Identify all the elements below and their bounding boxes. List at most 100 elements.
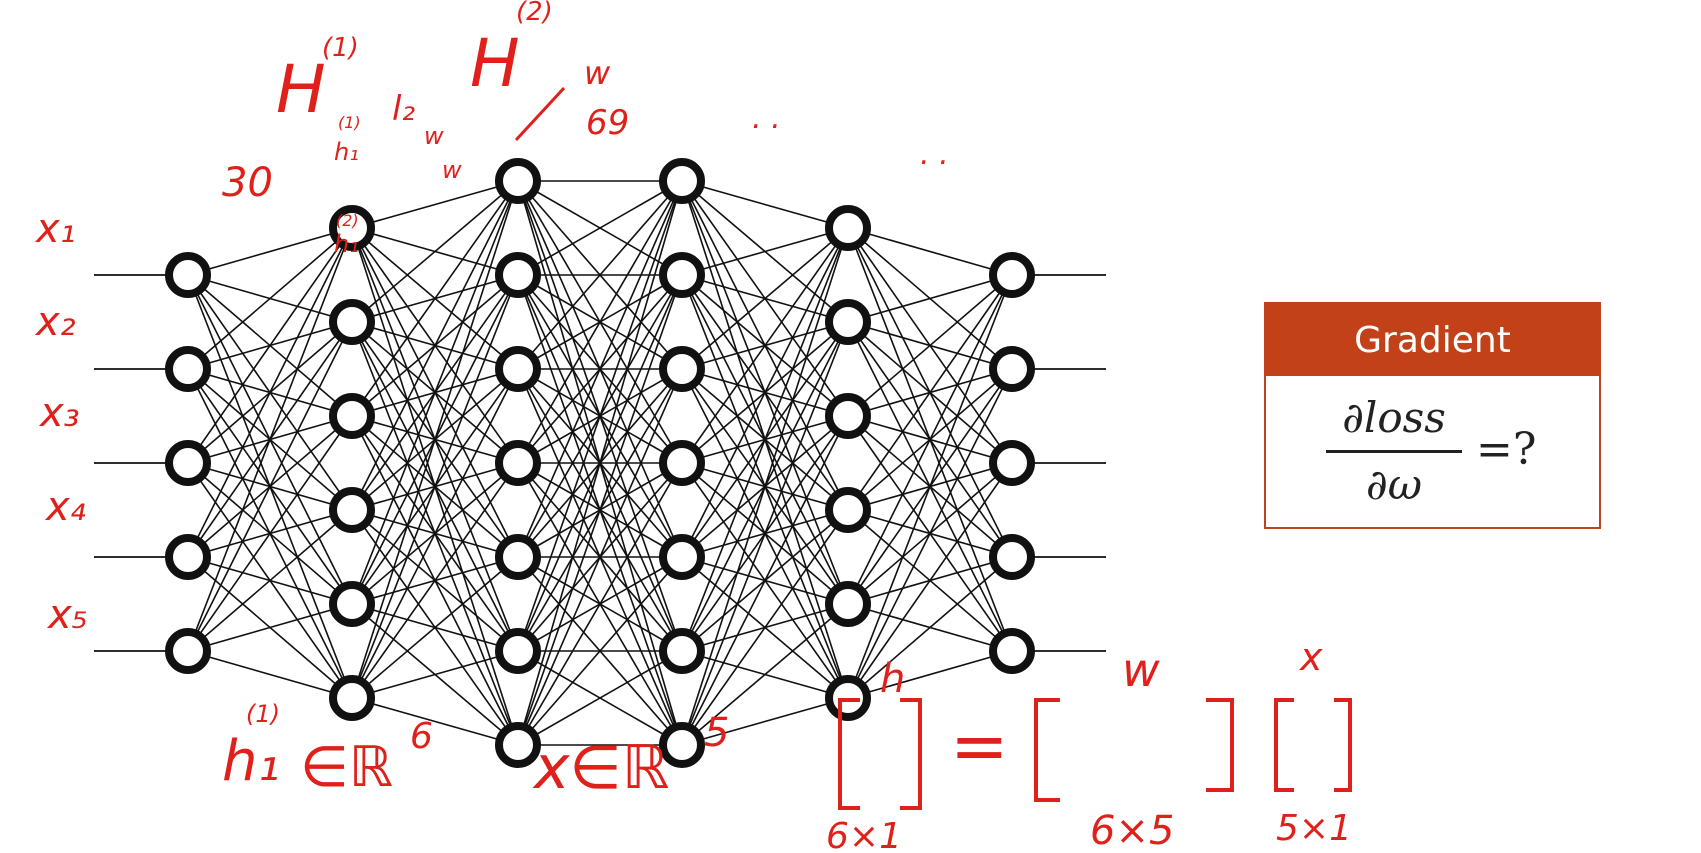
hidden-layer-4-node (825, 393, 871, 439)
hidden-layer-4-node (825, 581, 871, 627)
network-edge (847, 274, 1013, 699)
network-edge (351, 462, 519, 699)
network-edge (847, 274, 1013, 605)
input-label-x1: x₁ (34, 206, 76, 252)
hidden-layer-1-node (329, 393, 375, 439)
h1-node-sup: (1) (338, 113, 361, 132)
bracket-x-left (1274, 698, 1294, 792)
input-layer-node (165, 534, 211, 580)
network-edge (187, 227, 353, 370)
network-edge (681, 227, 849, 370)
h2-node-sup: (2) (336, 211, 359, 230)
hidden-layer-4-node (825, 487, 871, 533)
network-edge (847, 462, 1013, 699)
network-edge (681, 603, 849, 746)
network-edge (351, 697, 519, 746)
network-edge (681, 227, 849, 652)
hidden-layer-4-node (825, 299, 871, 345)
network-edge (681, 227, 849, 276)
network-edge (517, 650, 683, 746)
network-edge (847, 368, 1013, 699)
output-layer-node (989, 534, 1035, 580)
matrix-h-label: h (880, 656, 905, 702)
equals-label: = (950, 705, 1009, 787)
network-edge (681, 227, 849, 746)
hidden-layer-2-node (495, 440, 541, 486)
input-label-x4: x₄ (44, 484, 86, 530)
hidden-layer-1-node (329, 487, 375, 533)
dots-label-1: . . (752, 101, 781, 136)
network-edge (351, 368, 519, 699)
network-edge (187, 650, 353, 699)
hidden-layer-1-node (329, 581, 375, 627)
network-edge (351, 180, 519, 417)
dim-x-label: 5×1 (1276, 808, 1352, 849)
bracket-h-left (838, 698, 860, 810)
bracket-w-right (1206, 698, 1234, 792)
input-layer-node (165, 252, 211, 298)
output-layer-node (989, 628, 1035, 674)
network-edge (187, 227, 353, 464)
network-edge (351, 180, 519, 323)
network-edge (187, 227, 353, 276)
network-edge (847, 556, 1013, 699)
output-layer-node (989, 440, 1035, 486)
dots-label-2: . . (920, 137, 949, 172)
h2-layer-label: H (470, 25, 520, 102)
hidden-layer-2-node (495, 158, 541, 204)
hidden-layer-2-node (495, 252, 541, 298)
gradient-suffix: =? (1476, 424, 1537, 475)
network-edge (351, 180, 519, 229)
w-small-label-2: w (442, 156, 462, 184)
gradient-fraction: ∂loss ∂ω (1326, 390, 1462, 513)
fraction-bar (1326, 450, 1462, 453)
handwritten-annotations: x₁ x₂ x₃ x₄ x₅ H (1) H (2) 30 h₁ (1) h₁ … (34, 0, 1352, 853)
hidden-layer-2-node (495, 628, 541, 674)
network-edge (187, 227, 353, 558)
network-edge (351, 180, 519, 511)
network-edge (187, 603, 353, 652)
network-edge (517, 180, 683, 276)
network-edge (517, 180, 683, 370)
hidden-layer-1-node (329, 675, 375, 721)
num-69-label: 69 (586, 103, 629, 143)
input-layer-node (165, 440, 211, 486)
network-edge (517, 180, 683, 652)
count-30-label: 30 (222, 160, 273, 206)
gradient-title: Gradient (1266, 304, 1599, 376)
hidden-layer-2-node (495, 722, 541, 768)
h-in-r6-label: h₁ (222, 729, 280, 794)
network-edge (517, 180, 683, 464)
hidden-layer-4-node (825, 205, 871, 251)
in-r6-label: ∈ℝ (300, 735, 393, 800)
network-edge (517, 274, 683, 746)
network-edge (681, 227, 849, 464)
network-edge (351, 180, 519, 605)
h1-node-label: h₁ (334, 138, 359, 166)
network-edge (187, 321, 353, 652)
input-label-x2: x₂ (34, 299, 76, 345)
w-top-label: w (584, 54, 611, 92)
network-edge (351, 274, 519, 699)
network-edge (681, 321, 849, 746)
output-layer-node (989, 346, 1035, 392)
network-edge (517, 180, 683, 746)
hidden-layer-3-node (659, 534, 705, 580)
gradient-box: Gradient ∂loss ∂ω =? (1264, 302, 1601, 529)
hidden-layer-1-node (329, 205, 375, 251)
matrix-x-label: x (1299, 635, 1323, 679)
bracket-h-right (900, 698, 922, 810)
gradient-formula: ∂loss ∂ω =? (1266, 376, 1599, 527)
hidden-layer-2-node (495, 346, 541, 392)
network-edge (847, 650, 1013, 699)
hidden-layer-3-node (659, 722, 705, 768)
network-edge (847, 274, 1013, 417)
network-edge (517, 462, 683, 746)
input-layer-node (165, 628, 211, 674)
network-edge (187, 415, 353, 652)
network-edge (351, 650, 519, 699)
input-label-x3: x₃ (38, 390, 80, 436)
hidden-layer-1-node (329, 299, 375, 345)
dim-h-label: 6×1 (826, 816, 902, 853)
hidden-layer-3-node (659, 440, 705, 486)
